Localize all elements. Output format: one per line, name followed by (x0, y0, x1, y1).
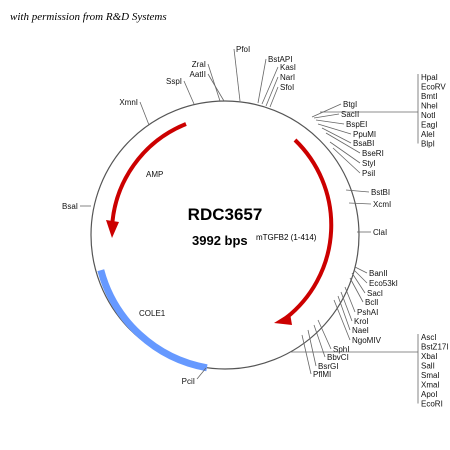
site-label-kroi: KroI (354, 317, 369, 326)
site-label-bbvci: BbvCI (327, 353, 349, 362)
site-line-ppumi (317, 123, 352, 135)
site-line-kroi (340, 291, 353, 322)
site-label-sfoi: SfoI (280, 83, 294, 92)
site-label-saci: SacI (367, 289, 383, 298)
site-line-btgi (311, 103, 342, 118)
site-label-eco53ki: Eco53kI (369, 279, 398, 288)
site-label-eagi: EagI (421, 121, 437, 130)
site-label-apoi: ApoI (421, 390, 437, 399)
site-line-zrai (207, 63, 221, 102)
site-label-sali: SalI (421, 362, 435, 371)
site-line-bsabi (321, 127, 352, 144)
site-line-sacii (313, 113, 340, 119)
insert-arrow (284, 138, 334, 320)
site-label-pfoi: PfoI (236, 45, 250, 54)
plasmid-insert: mTGFB2 (1-414) (256, 233, 317, 242)
site-label-ecori: EcoRI (421, 400, 443, 409)
site-line-xmni (139, 101, 150, 126)
site-label-pshai: PshAI (357, 308, 378, 317)
site-label-bseri: BseRI (362, 149, 384, 158)
site-line-bspei (315, 119, 345, 125)
site-label-bstz17i: BstZ17I (421, 343, 449, 352)
site-label-xbai: XbaI (421, 352, 437, 361)
site-label-noti: NotI (421, 111, 436, 120)
site-label-bsai: BsaI (62, 202, 78, 211)
site-line-bsrgi (307, 329, 317, 367)
amp-label: AMP (146, 170, 163, 179)
site-label-clai: ClaI (373, 228, 387, 237)
amp-arrowhead (106, 220, 119, 238)
site-label-ppumi: PpuMI (353, 130, 376, 139)
cole1-feature (97, 269, 208, 372)
site-label-bstbi: BstBI (371, 188, 390, 197)
site-label-bcli: BclI (365, 298, 378, 307)
site-label-pflmi: PflMI (313, 370, 331, 379)
site-label-bmti: BmtI (421, 92, 437, 101)
site-label-xmni: XmnI (119, 98, 138, 107)
site-label-bsrgi: BsrGI (318, 362, 338, 371)
site-line-bcli (349, 277, 364, 303)
site-label-asci: AscI (421, 333, 437, 342)
site-line-ngomiv (333, 299, 351, 341)
site-line-banii (354, 266, 368, 274)
site-line-aatii (207, 73, 225, 102)
site-label-styi: StyI (362, 159, 376, 168)
site-line-nari (265, 76, 279, 107)
site-line-kasi (261, 66, 279, 105)
site-label-aatii: AatII (190, 70, 206, 79)
cole1-label: COLE1 (139, 309, 166, 318)
site-label-sacii: SacII (341, 110, 359, 119)
site-line-styi (329, 141, 361, 164)
insert-arrowhead (274, 313, 292, 325)
amp-arrow (110, 122, 187, 229)
site-line-saci (351, 272, 366, 294)
site-label-bsabi: BsaBI (353, 139, 374, 148)
site-label-psii: PsiI (362, 169, 375, 178)
site-label-nhei: NheI (421, 102, 438, 111)
site-label-alei: AleI (421, 130, 435, 139)
site-line-sphi (317, 319, 332, 350)
site-label-ngomiv: NgoMIV (352, 336, 382, 345)
site-label-bstapi: BstAPI (268, 55, 292, 64)
site-label-zrai: ZraI (192, 60, 206, 69)
site-line-pshai (344, 286, 356, 313)
site-label-pcii: PciI (182, 377, 195, 386)
site-label-bspei: BspEI (346, 120, 367, 129)
site-line-sfoi (269, 86, 279, 108)
credit-text: with permission from R&D Systems (10, 11, 167, 23)
site-label-banii: BanII (369, 269, 388, 278)
plasmid-name: RDC3657 (188, 205, 263, 224)
site-line-sspi (183, 80, 195, 105)
site-label-sphi: SphI (333, 345, 349, 354)
site-label-sspi: SspI (166, 77, 182, 86)
site-line-pcii (196, 367, 207, 380)
site-label-xcmi: XcmI (373, 200, 391, 209)
plasmid-size: 3992 bps (192, 233, 248, 248)
site-line-xcmi (348, 202, 372, 205)
site-line-pflmi (301, 334, 312, 375)
site-line-eco53ki (353, 269, 368, 284)
site-line-pfoi (233, 48, 241, 102)
site-label-naei: NaeI (352, 326, 369, 335)
backbone-circle (90, 100, 360, 370)
site-label-hpai: HpaI (421, 73, 438, 82)
site-line-bstapi (257, 58, 267, 104)
site-label-ecorv: EcoRV (421, 83, 446, 92)
site-label-nari: NarI (280, 73, 295, 82)
site-line-naei (337, 295, 351, 331)
site-line-bstbi (345, 189, 370, 193)
site-label-kasi: KasI (280, 63, 296, 72)
site-line-bseri (325, 132, 361, 154)
site-label-blpi: BlpI (421, 140, 435, 149)
site-label-btgi: BtgI (343, 100, 357, 109)
site-label-smai: SmaI (421, 371, 440, 380)
site-line-psii (332, 147, 361, 174)
site-label-xmai: XmaI (421, 381, 440, 390)
